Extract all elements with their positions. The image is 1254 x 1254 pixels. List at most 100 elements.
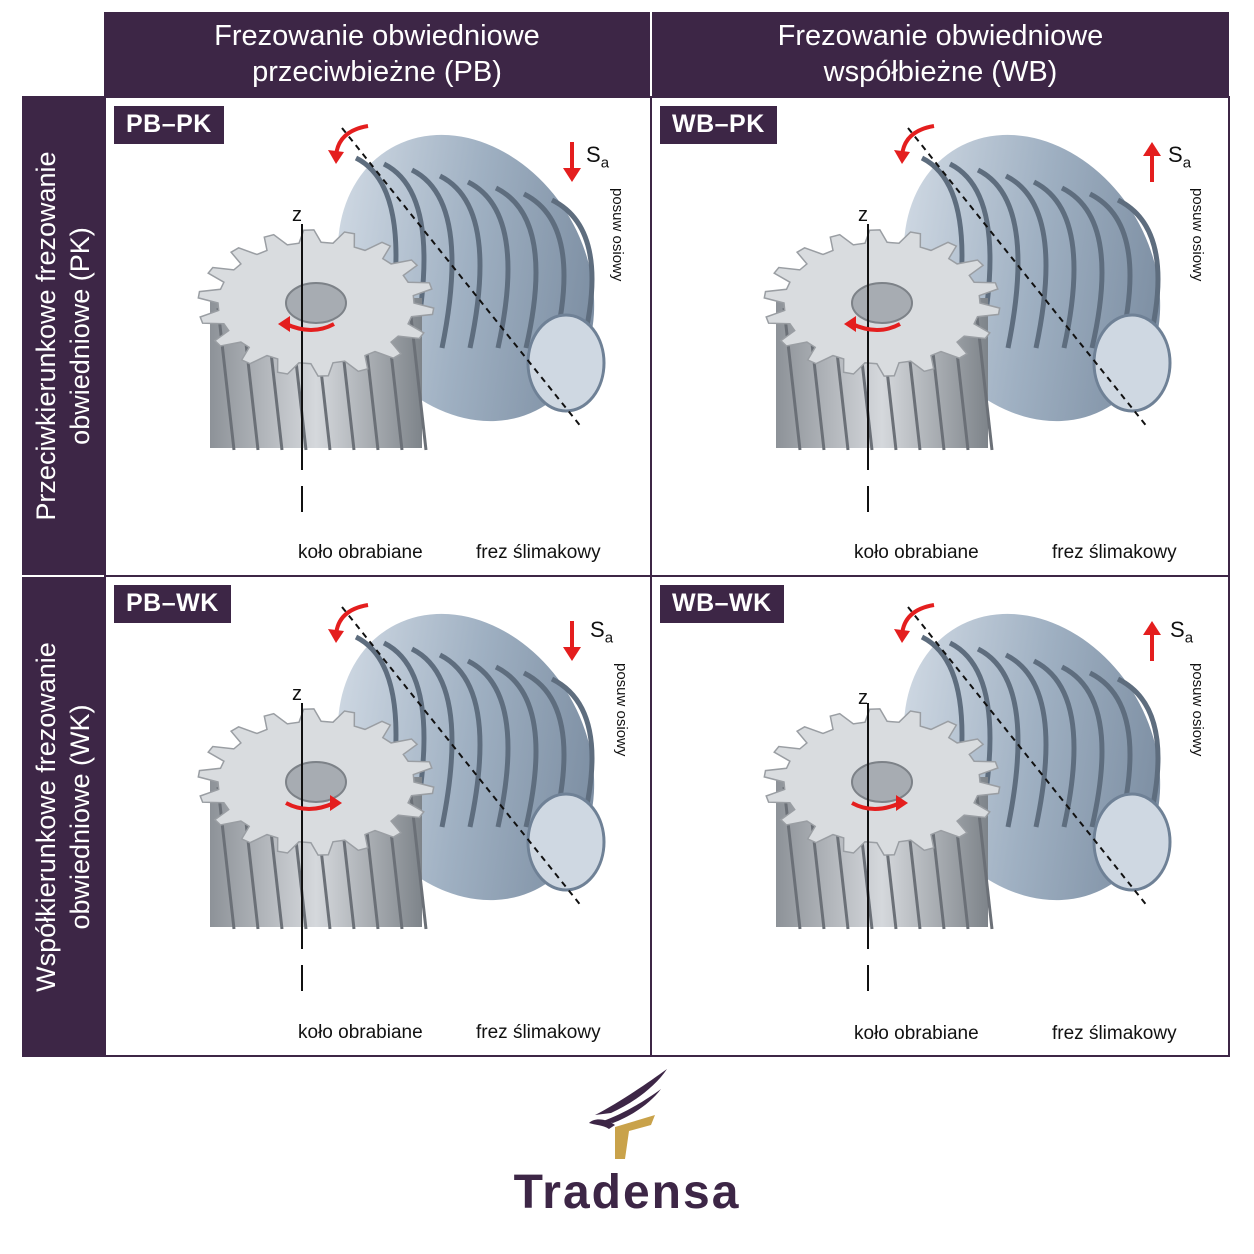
- gear-bore: [851, 761, 913, 803]
- row-header-wk-line2: obwiedniowe (WK): [65, 704, 95, 930]
- workpiece-gear: [197, 224, 435, 512]
- hob-axis-line: [907, 127, 1149, 429]
- gear-bore: [285, 761, 347, 803]
- logo-bird: [589, 1119, 615, 1129]
- hobbing-illustration: [763, 603, 1172, 991]
- column-header-pb-line1: Frezowanie obwiedniowe: [214, 20, 540, 52]
- hob-thread: [1116, 676, 1161, 828]
- feed-symbol: Sa: [586, 142, 609, 171]
- feed-symbol: Sa: [1168, 142, 1191, 171]
- hobbing-illustration: [763, 124, 1172, 512]
- hob-thread: [410, 646, 455, 828]
- cell-tag: WB–WK: [660, 585, 784, 623]
- feed-arrowhead: [563, 168, 581, 182]
- gear-rotation-arrow: [285, 322, 335, 332]
- z-axis-label: z: [292, 683, 302, 705]
- hob-rotation-arrowhead: [894, 150, 910, 164]
- column-header-wb-line2: współbieżne (WB): [823, 56, 1058, 88]
- gear-rotation-arrowhead: [330, 795, 342, 811]
- workpiece-caption: koło obrabiane: [854, 542, 979, 563]
- gear-rotation-arrow: [285, 801, 335, 811]
- feed-label: posuw osiowy: [613, 663, 630, 757]
- workpiece-caption: koło obrabiane: [854, 1023, 979, 1044]
- row-header-pk: Przeciwkierunkowe frezowanie obwiedniowe…: [22, 96, 104, 575]
- hob-thread: [438, 652, 483, 828]
- brand-logo-icon: [589, 1069, 667, 1159]
- feed-symbol-sub: a: [1184, 629, 1194, 647]
- gear-rotation-arrow: [851, 801, 901, 811]
- workpiece-caption: koło obrabiane: [298, 542, 423, 563]
- row-header-pk-line1: Przeciwkierunkowe frezowanie: [31, 150, 61, 521]
- feed-symbol-sub: a: [600, 154, 610, 172]
- cell-wb-wk: WB–WK z Sa posuw osiowy koło obrabiane f…: [650, 575, 1230, 1057]
- hob-thread: [976, 646, 1021, 828]
- gear-tooth-line: [782, 786, 802, 930]
- row-header-pk-line2: obwiedniowe (PK): [65, 226, 95, 445]
- workpiece-gear: [763, 224, 1001, 512]
- gear-tooth-line: [782, 307, 802, 451]
- feed-symbol: Sa: [1170, 617, 1193, 646]
- gear-rotation-arrowhead: [844, 316, 856, 332]
- gear-rotation-arrow: [851, 322, 901, 332]
- hob-thread: [550, 197, 595, 349]
- feed-symbol-sub: a: [604, 629, 614, 647]
- brand-name: Tradensa: [513, 1166, 741, 1219]
- hob-axis-line: [341, 127, 583, 429]
- row-header-wk: Współkierunkowe frezowanie obwiedniowe (…: [22, 577, 104, 1057]
- z-axis-label: z: [858, 204, 868, 226]
- hob-rotation-arrowhead: [894, 629, 910, 643]
- workpiece-gear: [763, 703, 1001, 991]
- hob-thread: [1032, 658, 1077, 828]
- feed-symbol-main: S: [590, 617, 605, 642]
- workpiece-caption: koło obrabiane: [298, 1022, 423, 1043]
- hobbing-illustration: [197, 124, 606, 512]
- hob-axis-line: [341, 606, 583, 908]
- hob-thread: [410, 167, 455, 349]
- hobbing-illustration: [197, 603, 606, 991]
- gear-rotation-arrowhead: [278, 316, 290, 332]
- hob-axis-line: [907, 606, 1149, 908]
- logo-wing-top: [595, 1069, 667, 1115]
- feed-symbol-main: S: [586, 142, 601, 167]
- column-header-pb: Frezowanie obwiedniowe przeciwbieżne (PB…: [104, 12, 650, 96]
- cell-pb-pk: PB–PK z Sa posuw osiowy koło obrabiane f…: [104, 96, 652, 577]
- hob-bore: [526, 313, 606, 413]
- feed-symbol-main: S: [1170, 617, 1185, 642]
- cell-tag: PB–PK: [114, 106, 224, 144]
- feed-symbol-sub: a: [1182, 154, 1192, 172]
- hob-thread: [1116, 197, 1161, 349]
- hob-thread: [550, 676, 595, 828]
- column-header-wb: Frezowanie obwiedniowe współbieżne (WB): [652, 12, 1229, 96]
- cell-tag: WB–PK: [660, 106, 777, 144]
- feed-arrowhead: [1143, 142, 1161, 156]
- gear-bore: [851, 282, 913, 324]
- hob-thread: [1060, 664, 1105, 828]
- hob-caption: frez ślimakowy: [476, 1022, 601, 1043]
- column-header-pb-line2: przeciwbieżne (PB): [252, 56, 502, 88]
- row-header-wk-line1: Współkierunkowe frezowanie: [31, 642, 61, 992]
- cell-wb-pk: WB–PK z Sa posuw osiowy koło obrabiane f…: [650, 96, 1230, 577]
- gear-rotation-arrowhead: [896, 795, 908, 811]
- hob-thread: [494, 185, 539, 349]
- hob-bore: [1092, 313, 1172, 413]
- hob-thread: [466, 658, 511, 828]
- hob-caption: frez ślimakowy: [1052, 1023, 1177, 1044]
- feed-arrowhead: [563, 647, 581, 661]
- hob-caption: frez ślimakowy: [476, 542, 601, 563]
- feed-symbol: Sa: [590, 617, 613, 646]
- feed-label: posuw osiowy: [1189, 188, 1206, 282]
- hob-thread: [1004, 173, 1049, 349]
- hob-bore: [526, 792, 606, 892]
- gear-tooth-line: [216, 786, 236, 930]
- hob-caption: frez ślimakowy: [1052, 542, 1177, 563]
- gear-tooth-line: [216, 307, 236, 451]
- workpiece-gear: [197, 703, 435, 991]
- column-header-wb-line1: Frezowanie obwiedniowe: [777, 20, 1104, 52]
- hob-thread: [438, 173, 483, 349]
- hob-thread: [1004, 652, 1049, 828]
- cell-tag: PB–WK: [114, 585, 231, 623]
- hob-rotation-arrowhead: [328, 629, 344, 643]
- hob-thread: [1032, 179, 1077, 349]
- z-axis-label: z: [858, 687, 868, 709]
- cell-pb-wk: PB–WK z Sa posuw osiowy koło obrabiane f…: [104, 575, 652, 1057]
